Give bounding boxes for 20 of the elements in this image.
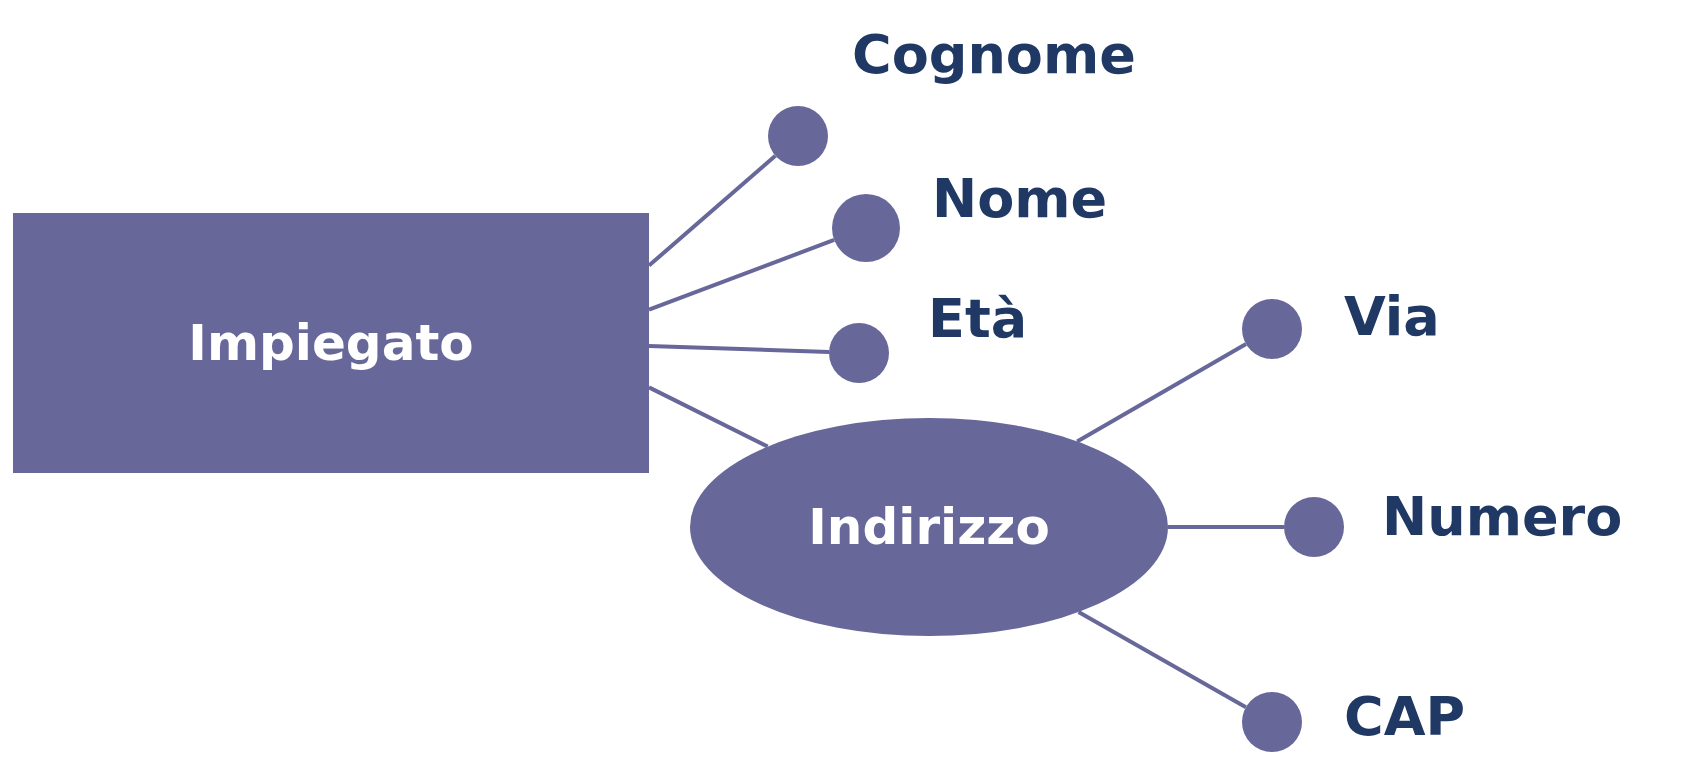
connector-line [648,344,830,354]
connector-line [1076,342,1247,444]
entity-box [13,213,649,473]
connector-line [648,385,769,449]
attribute-name: Età [928,292,1028,346]
attribute-name: Cognome [852,28,1136,82]
connector-line [648,238,835,312]
attribute-circle [1242,299,1302,359]
attribute-name: Nome [932,172,1108,226]
attribute-name: CAP [1344,690,1465,744]
node-label: Indirizzo [808,498,1050,556]
attribute-circle [768,106,828,166]
attribute-name: Via [1344,290,1440,344]
attribute-name: Numero [1382,490,1623,544]
connector-line [1168,525,1284,529]
node-label: Impiegato [188,314,474,372]
attribute-circle [829,323,889,383]
connector-line [1077,610,1247,709]
attribute-circle [1242,692,1302,752]
attribute-circle [1284,497,1344,557]
